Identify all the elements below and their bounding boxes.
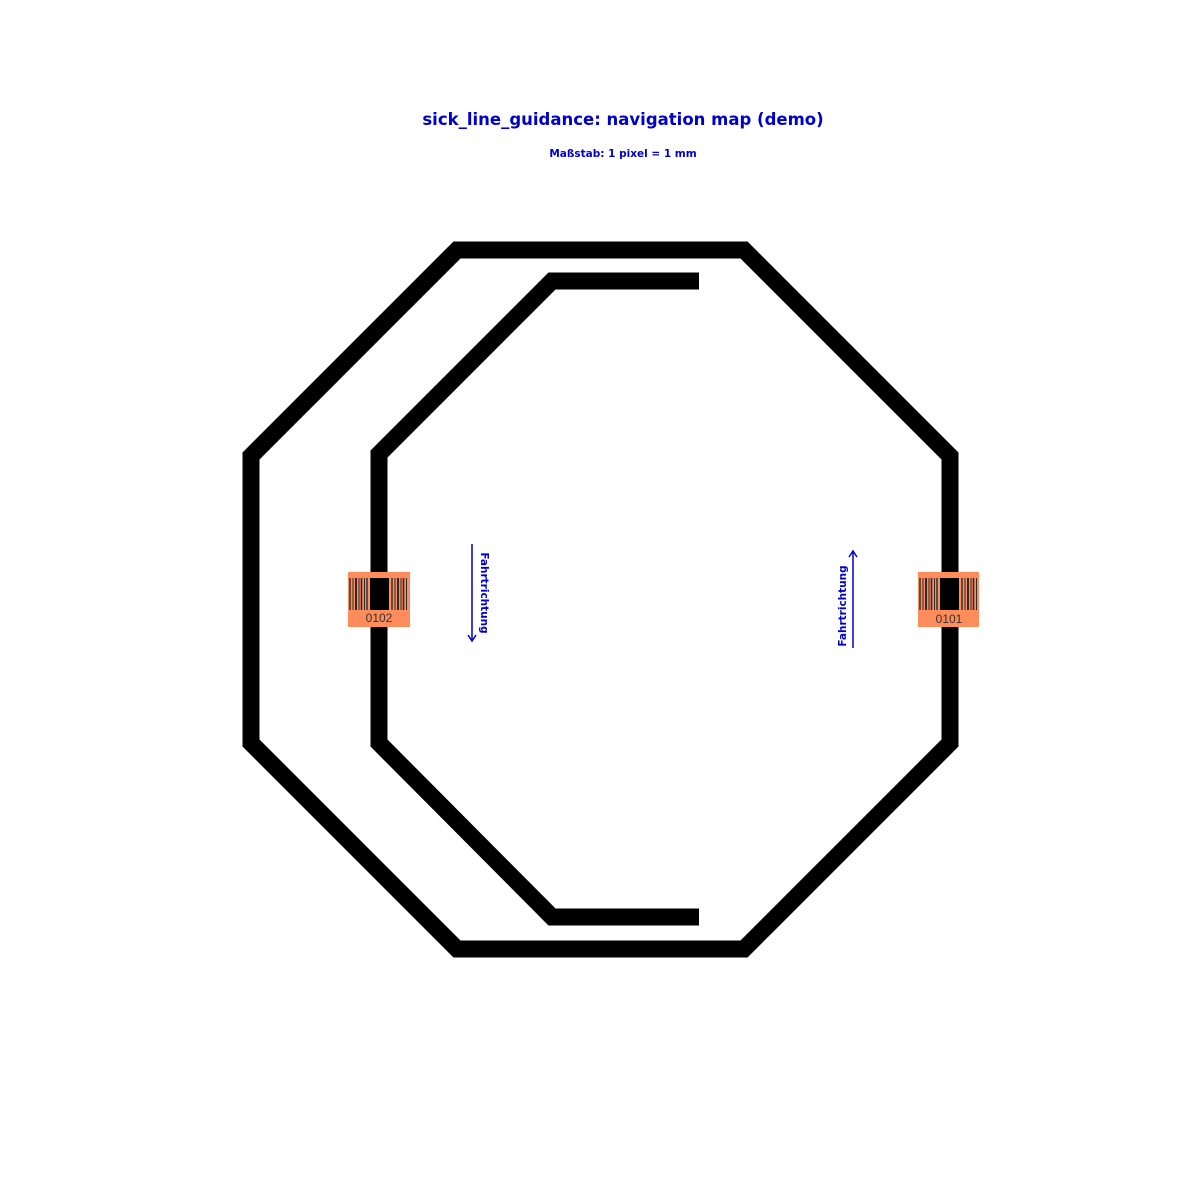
barcode-icon [349, 578, 407, 610]
direction-label: Fahrtrichtung [837, 565, 849, 646]
direction-indicator-up: Fahrtrichtung [837, 549, 858, 648]
arrowhead-down-icon [467, 634, 477, 643]
map-scale-note: Maßstab: 1 pixel = 1 mm [549, 148, 696, 160]
track-segment-under-marker [370, 578, 389, 610]
barcode-marker-0102: 0102 [348, 572, 410, 627]
barcode-icon [919, 578, 977, 610]
outer-track [242, 241, 959, 958]
marker-code-label: 0101 [936, 612, 963, 626]
direction-indicator-down: Fahrtrichtung [467, 544, 490, 643]
map-title: sick_line_guidance: navigation map (demo… [422, 110, 823, 129]
track-segment-under-marker [940, 578, 959, 610]
marker-code-label: 0102 [366, 611, 393, 625]
barcode-marker-0101: 0101 [918, 572, 979, 627]
direction-label: Fahrtrichtung [478, 552, 490, 633]
arrowhead-up-icon [848, 549, 858, 558]
